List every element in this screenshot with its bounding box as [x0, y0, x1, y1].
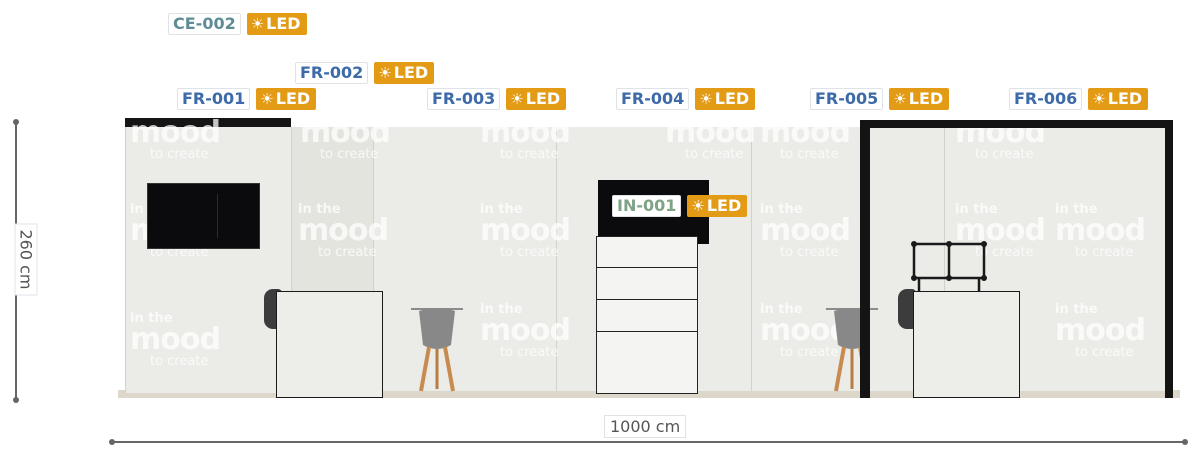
label-code: CE-002	[168, 13, 241, 35]
label-fr-005[interactable]: FR-005 ☀LED	[810, 88, 950, 110]
booth-floor	[118, 390, 1180, 398]
label-ce-002[interactable]: CE-002 ☀LED	[168, 13, 307, 35]
label-code: FR-003	[427, 88, 501, 110]
dim-dot	[13, 397, 19, 403]
sun-icon: ☀	[250, 15, 265, 33]
wall-fr-001	[125, 127, 291, 393]
led-badge: ☀LED	[256, 88, 317, 110]
frame-top-beam	[860, 120, 1170, 128]
counter-right	[913, 291, 1020, 398]
led-badge: ☀LED	[1088, 88, 1149, 110]
label-code: FR-001	[177, 88, 251, 110]
label-code: FR-002	[295, 62, 369, 84]
height-label: 260 cm	[14, 223, 38, 296]
left-cube-header	[125, 118, 291, 127]
sun-icon: ☀	[260, 90, 274, 108]
sun-icon: ☀	[699, 90, 713, 108]
label-fr-004[interactable]: FR-004 ☀LED	[616, 88, 756, 110]
label-code: IN-001	[612, 195, 682, 217]
label-code: FR-006	[1009, 88, 1083, 110]
label-fr-002[interactable]: FR-002 ☀LED	[295, 62, 435, 84]
led-badge: ☀LED	[695, 88, 756, 110]
frame-post-right	[1165, 120, 1173, 398]
dim-dot	[1182, 439, 1188, 445]
in-001-cabinet	[596, 236, 698, 394]
led-badge: ☀LED	[506, 88, 567, 110]
sun-icon: ☀	[378, 64, 392, 82]
label-fr-001[interactable]: FR-001 ☀LED	[177, 88, 317, 110]
label-code: FR-004	[616, 88, 690, 110]
chair-right	[826, 308, 878, 392]
led-badge: ☀LED	[374, 62, 435, 84]
width-label: 1000 cm	[604, 415, 687, 438]
sun-icon: ☀	[893, 90, 907, 108]
counter-left	[276, 291, 383, 398]
label-code: FR-005	[810, 88, 884, 110]
led-badge: ☀LED	[889, 88, 950, 110]
label-fr-003[interactable]: FR-003 ☀LED	[427, 88, 567, 110]
frame-post-left	[860, 120, 870, 398]
sun-icon: ☀	[1092, 90, 1106, 108]
dim-line	[112, 441, 1185, 443]
label-in-001[interactable]: IN-001 ☀LED	[612, 195, 748, 217]
stool-right	[898, 289, 916, 329]
led-badge: ☀LED	[246, 13, 307, 35]
label-fr-006[interactable]: FR-006 ☀LED	[1009, 88, 1149, 110]
led-badge: ☀LED	[687, 195, 748, 217]
wall-fr-003	[373, 127, 556, 391]
display-rack	[911, 241, 987, 292]
sun-icon: ☀	[510, 90, 524, 108]
sun-icon: ☀	[691, 197, 705, 215]
tv-screen	[147, 183, 260, 249]
chair-left	[411, 308, 463, 392]
